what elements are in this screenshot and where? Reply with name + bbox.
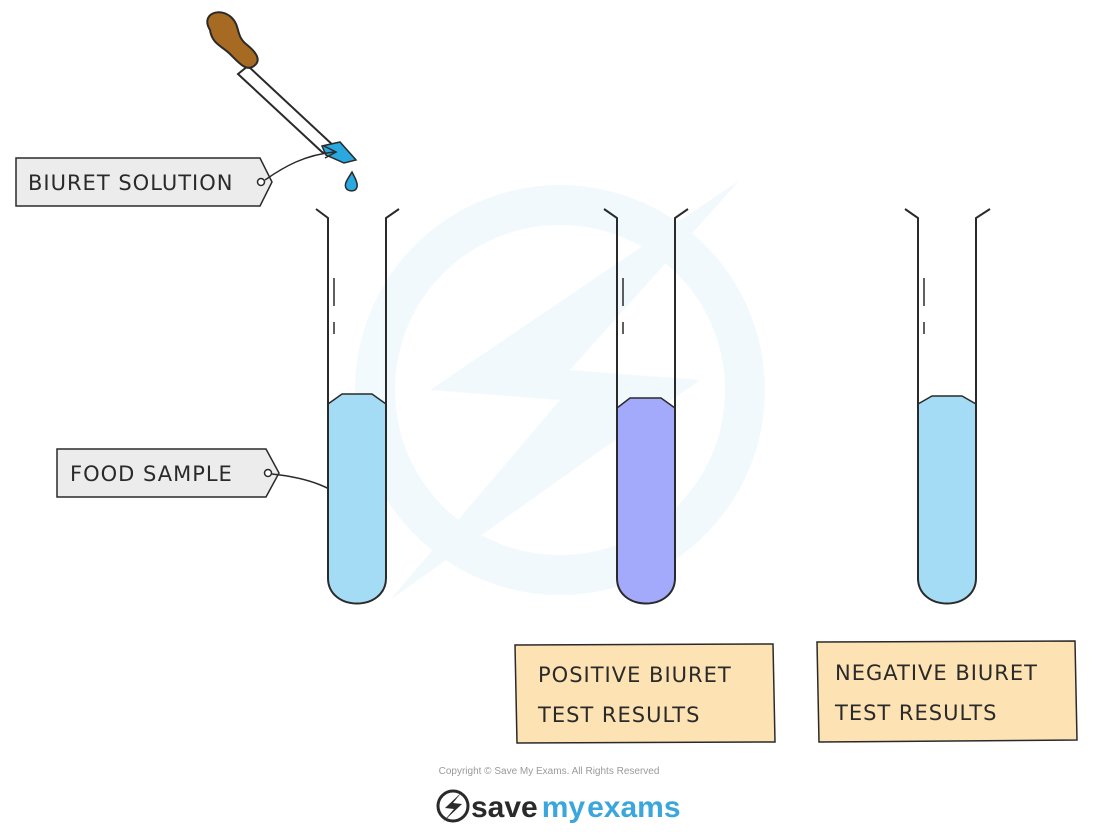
food-sample-label: FOOD SAMPLE [70, 462, 233, 486]
brand-exams: exams [587, 791, 680, 824]
test-tube-negative [904, 208, 991, 605]
biuret-solution-tag: BIURET SOLUTION [15, 145, 338, 207]
test-tube-sample [315, 208, 400, 605]
food-sample-tag: FOOD SAMPLE [56, 448, 355, 510]
droplet-icon [344, 170, 358, 192]
biuret-solution-arrow [264, 151, 335, 181]
copyright-text: Copyright © Save My Exams. All Rights Re… [439, 766, 660, 777]
lightning-bolt-icon [436, 789, 470, 823]
biuret-solution-label: BIURET SOLUTION [28, 171, 233, 195]
positive-result-box: POSITIVE BIURET TEST RESULTS [514, 643, 776, 744]
pipette-icon [206, 11, 358, 164]
positive-result-line2: TEST RESULTS [537, 703, 700, 727]
brand-save: save [471, 791, 538, 824]
watermark-logo [355, 180, 765, 600]
positive-result-line1: POSITIVE BIURET [538, 663, 732, 687]
negative-result-line1: NEGATIVE BIURET [835, 661, 1038, 685]
test-tube-positive [603, 208, 689, 605]
brand-my: my [542, 791, 586, 824]
negative-result-box: NEGATIVE BIURET TEST RESULTS [816, 640, 1078, 743]
negative-result-line2: TEST RESULTS [834, 701, 997, 725]
